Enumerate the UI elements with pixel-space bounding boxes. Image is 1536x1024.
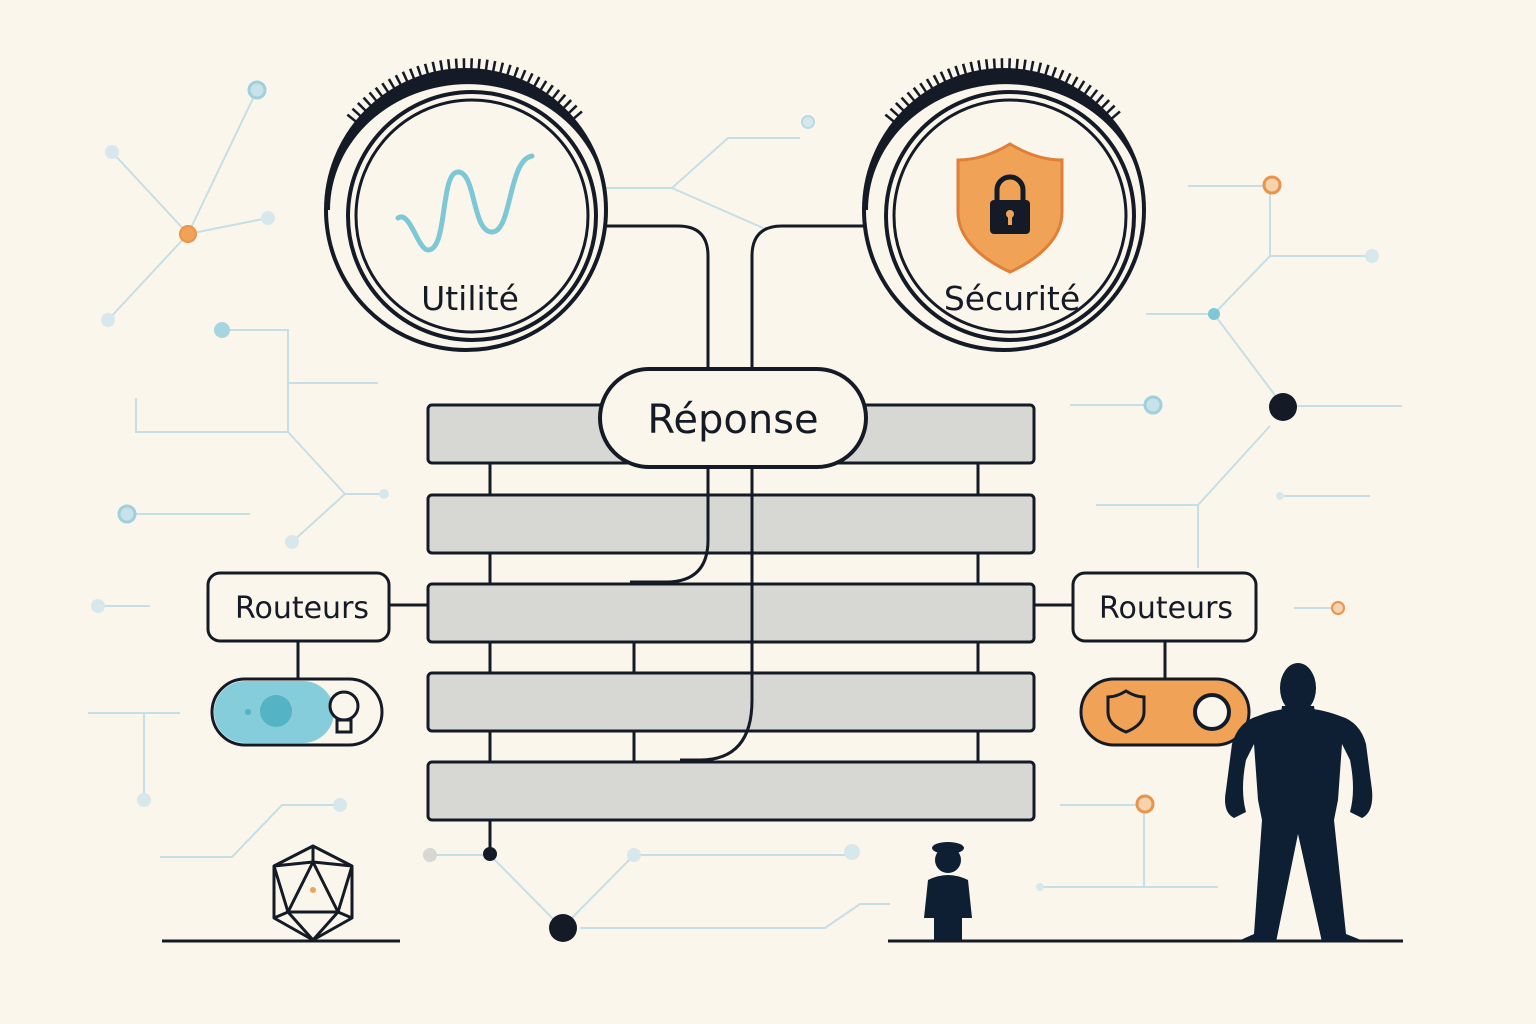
router-right-label: Routeurs bbox=[1099, 591, 1233, 626]
bar-stack bbox=[426, 403, 1036, 854]
lightbulb-icon bbox=[328, 690, 360, 734]
bar-2 bbox=[426, 493, 1036, 555]
router-right: Routeurs bbox=[1071, 571, 1258, 643]
sine-wave-icon bbox=[395, 153, 535, 253]
security-label: Sécurité bbox=[944, 279, 1080, 318]
utility-label: Utilité bbox=[421, 279, 519, 318]
icosahedron-icon bbox=[272, 844, 354, 942]
toggle-right bbox=[1079, 677, 1251, 747]
bar-3 bbox=[426, 582, 1036, 644]
response-label: Réponse bbox=[647, 397, 818, 443]
toggle-left bbox=[210, 677, 384, 747]
bar-5 bbox=[426, 760, 1036, 822]
shield-lock-icon bbox=[956, 142, 1064, 274]
utility-node: Utilité bbox=[324, 58, 608, 352]
security-node: Sécurité bbox=[862, 58, 1146, 352]
large-person-icon bbox=[1225, 663, 1373, 942]
small-person-icon bbox=[924, 842, 972, 940]
response-node: Réponse bbox=[598, 367, 868, 469]
router-left: Routeurs bbox=[206, 571, 391, 643]
background-dots bbox=[91, 80, 1379, 942]
bar-4 bbox=[426, 671, 1036, 733]
router-left-label: Routeurs bbox=[235, 591, 369, 626]
connectors bbox=[296, 224, 1167, 762]
background-network bbox=[88, 89, 1402, 929]
shield-icon bbox=[1106, 689, 1146, 734]
